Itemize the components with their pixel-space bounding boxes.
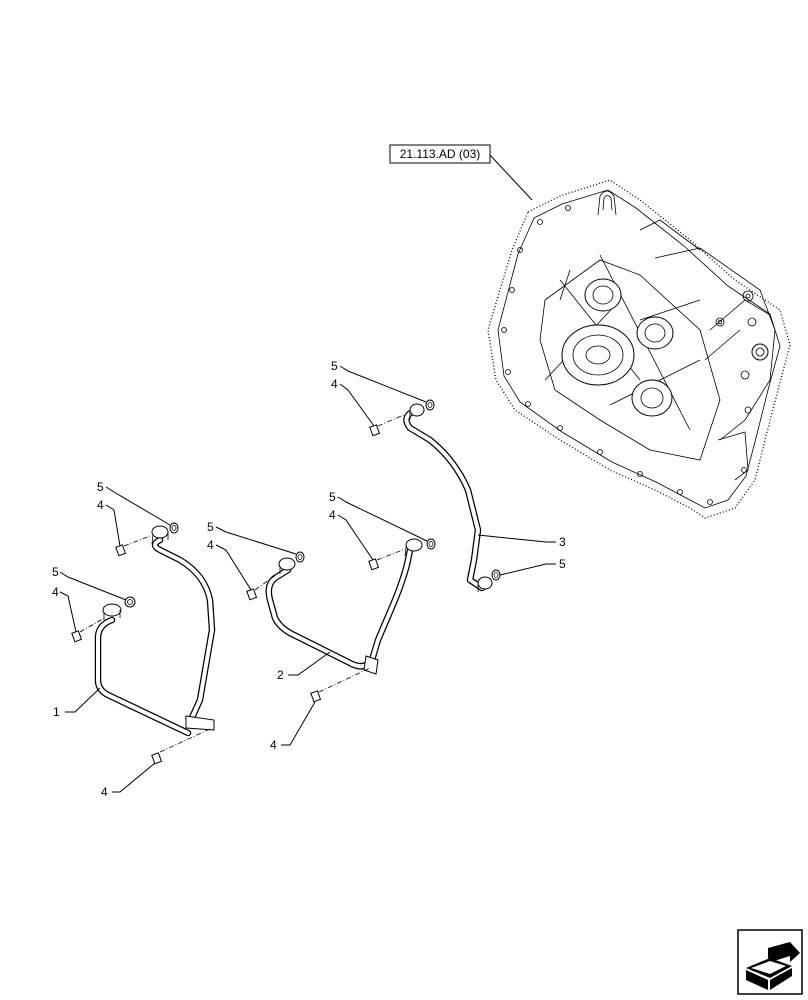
washers xyxy=(124,399,501,608)
callout-washer-d: 5 xyxy=(329,490,336,504)
callout-pipe-1: 1 xyxy=(53,705,60,719)
callout-screw-f: 4 xyxy=(101,785,108,799)
callout-washer-c: 5 xyxy=(207,520,214,534)
reference-callout[interactable]: 21.113.AD (03) xyxy=(389,144,533,201)
callout-pipe-2: 2 xyxy=(277,668,284,682)
callout-washer-f: 5 xyxy=(559,557,566,571)
callout-leaders xyxy=(59,365,556,793)
callout-screw-e: 4 xyxy=(331,377,338,391)
washer-e xyxy=(425,399,435,411)
pipe-1 xyxy=(94,525,216,737)
screw-a xyxy=(71,616,107,643)
washer-b xyxy=(169,522,179,534)
reference-label: 21.113.AD (03) xyxy=(400,147,481,161)
washer-f xyxy=(491,569,501,581)
screw-f xyxy=(151,727,213,765)
callout-numbers: 1 2 3 4 4 4 4 4 4 4 5 5 5 5 5 5 xyxy=(52,359,566,799)
callout-screw-b: 4 xyxy=(97,498,104,512)
washer-d xyxy=(426,538,436,550)
screw-c xyxy=(246,571,281,601)
screws xyxy=(71,413,407,765)
transmission-housing xyxy=(487,179,791,519)
callout-washer-a: 5 xyxy=(52,565,59,579)
callout-washer-b: 5 xyxy=(97,480,104,494)
screw-d xyxy=(368,548,406,571)
callout-pipe-3: 3 xyxy=(559,535,566,549)
callout-screw-g: 4 xyxy=(270,738,277,752)
callout-screw-d: 4 xyxy=(329,508,336,522)
screw-e xyxy=(369,413,407,437)
next-page-arrow-icon[interactable] xyxy=(737,929,803,995)
pipe-2 xyxy=(265,538,423,675)
washer-a xyxy=(124,596,136,608)
callout-screw-a: 4 xyxy=(52,585,59,599)
callout-screw-c: 4 xyxy=(207,538,214,552)
callout-washer-e: 5 xyxy=(331,359,338,373)
pipe-3 xyxy=(403,403,493,592)
screw-b xyxy=(115,535,151,557)
washer-c xyxy=(295,551,305,563)
screw-g xyxy=(310,667,371,703)
